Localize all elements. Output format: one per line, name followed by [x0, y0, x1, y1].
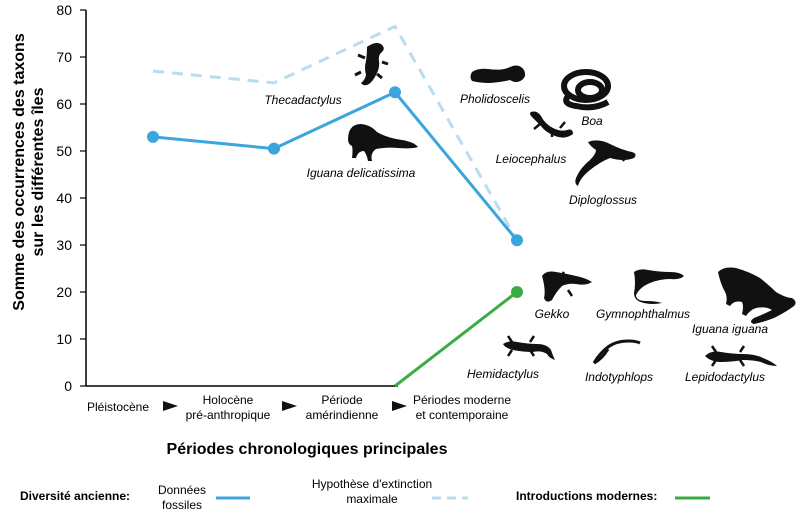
y-ticks: 0 10 20 30 40 50 60 70 80	[56, 2, 86, 394]
y-tick-label: 80	[56, 2, 72, 18]
x-category-label: amérindienne	[306, 408, 379, 422]
legend-modern-title: Introductions modernes:	[516, 489, 657, 503]
lizard-silhouette-icon	[470, 65, 526, 83]
taxon-label-leiocephalus: Leiocephalus	[496, 152, 567, 166]
taxon-label-iguana-iguana: Iguana iguana	[692, 322, 768, 336]
series-line-intro	[394, 290, 518, 388]
legend-extinction-label-line1: Hypothèse d'extinction	[312, 477, 432, 491]
snake-silhouette-icon	[561, 69, 611, 111]
y-axis-label-line2: sur les différentes îles	[30, 87, 47, 256]
arrow-icon	[282, 401, 297, 411]
taxon-label-gekko: Gekko	[535, 307, 570, 321]
series-layer	[147, 24, 523, 388]
period-arrows	[163, 401, 407, 411]
y-tick-label: 60	[56, 96, 72, 112]
x-category-label: Période	[321, 393, 363, 407]
series-line-extinction	[152, 24, 519, 242]
iguana-silhouette-icon	[718, 267, 796, 324]
taxon-label-diploglossus: Diploglossus	[569, 193, 637, 207]
taxon-label-lepidodactylus: Lepidodactylus	[685, 370, 765, 384]
legend-fossil-label-line2: fossiles	[162, 498, 202, 512]
silhouettes	[348, 43, 796, 367]
series-line-fossil	[152, 90, 519, 242]
taxa-labels: Thecadactylus Iguana delicatissima Pholi…	[264, 92, 768, 384]
x-category-label: Holocène	[203, 393, 254, 407]
legend-fossil-label-line1: Données	[158, 483, 206, 497]
taxon-label-boa: Boa	[581, 114, 603, 128]
arrow-icon	[392, 401, 407, 411]
x-category-label: et contemporaine	[416, 408, 509, 422]
gecko-silhouette-icon	[354, 43, 389, 86]
y-tick-label: 10	[56, 331, 72, 347]
series-point-fossil	[389, 86, 401, 99]
y-tick-label: 70	[56, 49, 72, 65]
series-point-intro	[511, 286, 523, 298]
taxon-label-gymnophthalmus: Gymnophthalmus	[596, 307, 690, 321]
legend-ancient-title: Diversité ancienne:	[20, 489, 130, 503]
lizard-silhouette-icon	[530, 111, 573, 138]
series-point-fossil	[268, 142, 280, 155]
x-category-label: Pléistocène	[87, 400, 149, 414]
gecko-silhouette-icon	[705, 345, 777, 367]
taxon-label-pholidoscelis: Pholidoscelis	[460, 92, 530, 106]
taxon-label-thecadactylus: Thecadactylus	[264, 93, 341, 107]
x-category-label: Périodes moderne	[413, 393, 511, 407]
y-axis-label-line1: Somme des occurrences des taxons	[11, 33, 28, 311]
y-tick-label: 40	[56, 190, 72, 206]
taxon-label-hemidactylus: Hemidactylus	[467, 367, 539, 381]
x-axis-label: Périodes chronologiques principales	[167, 441, 448, 458]
legend: Diversité ancienne: Données fossiles Hyp…	[20, 477, 710, 512]
y-tick-label: 30	[56, 237, 72, 253]
iguana-silhouette-icon	[348, 124, 418, 161]
lizard-silhouette-icon	[575, 140, 636, 186]
arrow-icon	[163, 401, 178, 411]
y-tick-label: 0	[64, 378, 72, 394]
y-tick-label: 20	[56, 284, 72, 300]
x-category-label: pré-anthropique	[186, 408, 271, 422]
legend-extinction-label-line2: maximale	[346, 492, 398, 506]
y-tick-label: 50	[56, 143, 72, 159]
gecko-silhouette-icon	[542, 271, 592, 302]
series-point-fossil	[147, 130, 159, 143]
taxon-label-indotyphlops: Indotyphlops	[585, 370, 653, 384]
taxon-label-iguana-delicatissima: Iguana delicatissima	[307, 166, 416, 180]
series-point-fossil	[511, 234, 523, 247]
lizard-silhouette-icon	[634, 269, 684, 304]
blindsnake-silhouette-icon	[592, 339, 641, 365]
gecko-silhouette-icon	[503, 335, 555, 360]
